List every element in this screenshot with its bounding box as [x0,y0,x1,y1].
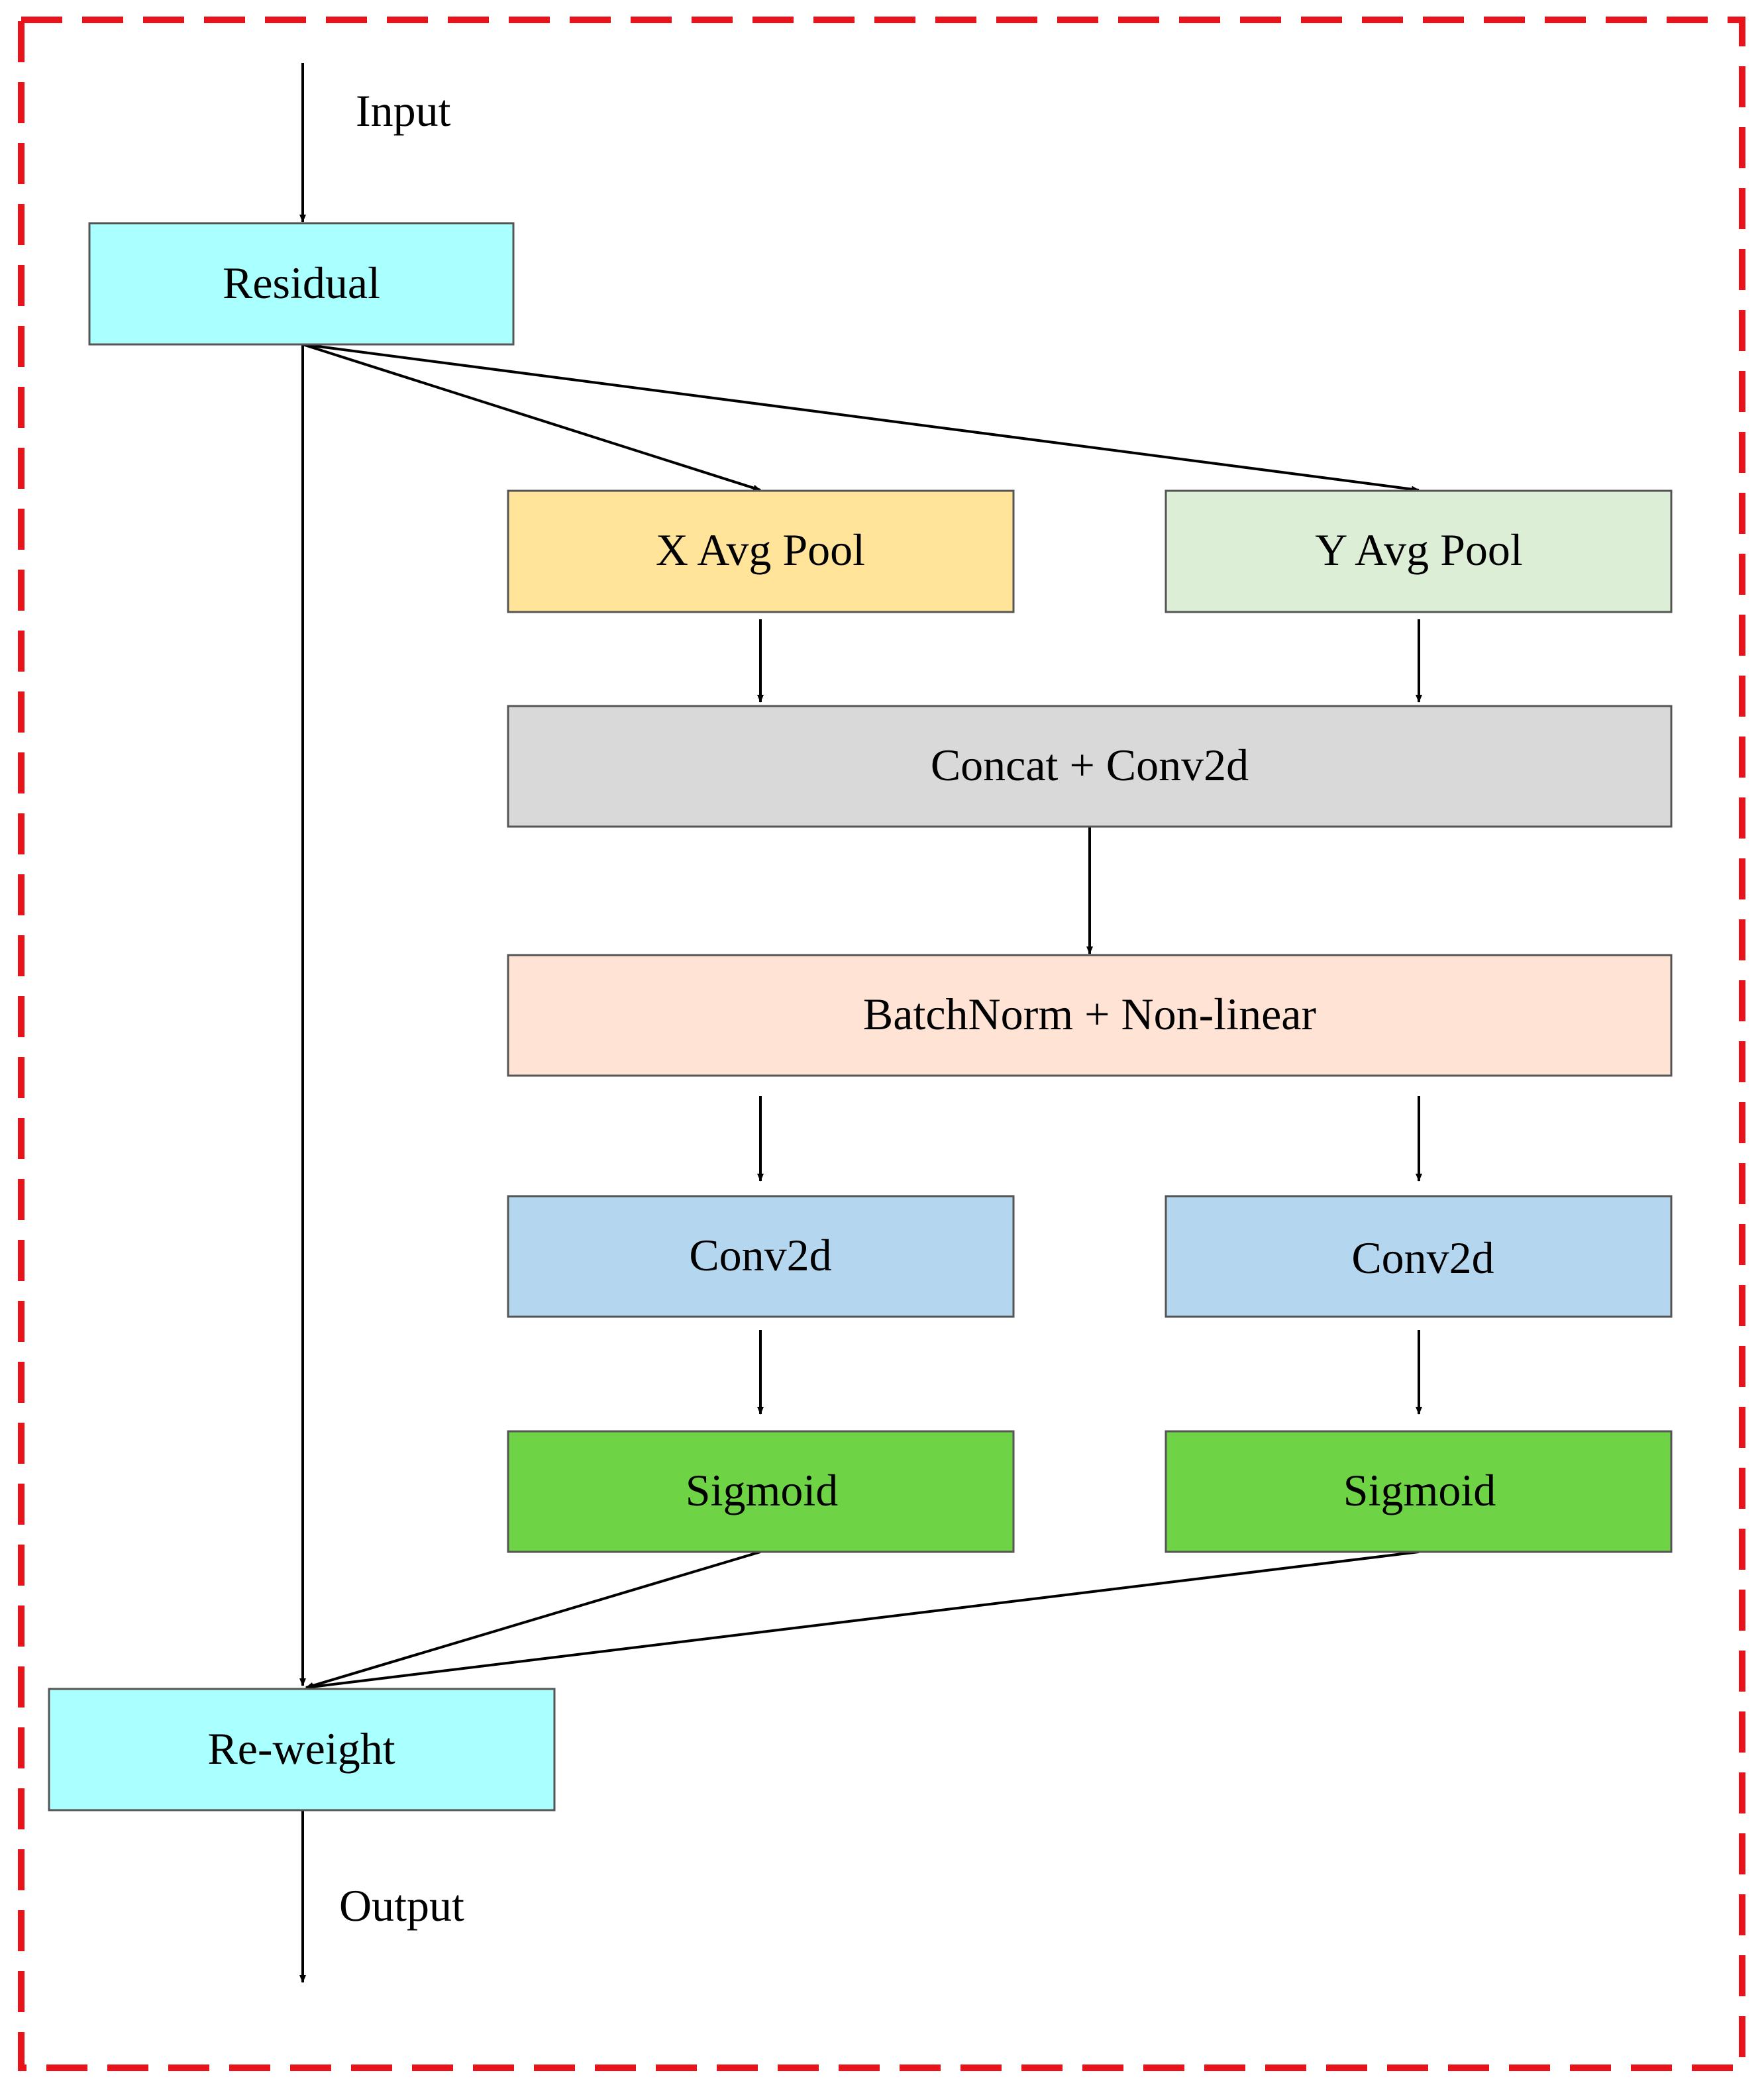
dashed-frame [18,17,1745,2071]
residual-label: Residual [223,258,380,308]
node-residual: Residual [88,222,515,346]
concat-conv2d-label: Concat + Conv2d [931,740,1249,790]
reweight-label: Re-weight [207,1723,395,1774]
node-sigmoid-left: Sigmoid [507,1430,1015,1553]
node-sigmoid-right: Sigmoid [1165,1430,1673,1553]
y-avg-pool-label: Y Avg Pool [1315,525,1523,575]
output-label: Output [339,1880,464,1931]
x-avg-pool-label: X Avg Pool [656,525,865,575]
node-conv2d-left: Conv2d [507,1195,1015,1318]
edges [299,63,1422,1983]
node-conv2d-right: Conv2d [1165,1195,1673,1318]
node-batchnorm-nonlinear: BatchNorm + Non-linear [507,954,1673,1077]
conv2d-right-label: Conv2d [1351,1233,1494,1283]
node-concat-conv2d: Concat + Conv2d [507,705,1673,828]
edge-sigmoid-right-reweight [305,1551,1420,1690]
edge-sigmoid-left-reweight [305,1551,761,1689]
sigmoid-right-label: Sigmoid [1343,1465,1496,1515]
sigmoid-left-label: Sigmoid [686,1465,839,1515]
node-y-avg-pool: Y Avg Pool [1165,489,1673,613]
edge-residual-y-avg-pool [302,343,1420,493]
batchnorm-nonlinear-label: BatchNorm + Non-linear [863,989,1317,1039]
edge-residual-x-avg-pool [302,343,761,491]
input-label: Input [356,85,451,136]
conv2d-left-label: Conv2d [689,1230,831,1280]
node-reweight: Re-weight [48,1688,556,1811]
node-x-avg-pool: X Avg Pool [507,489,1015,613]
